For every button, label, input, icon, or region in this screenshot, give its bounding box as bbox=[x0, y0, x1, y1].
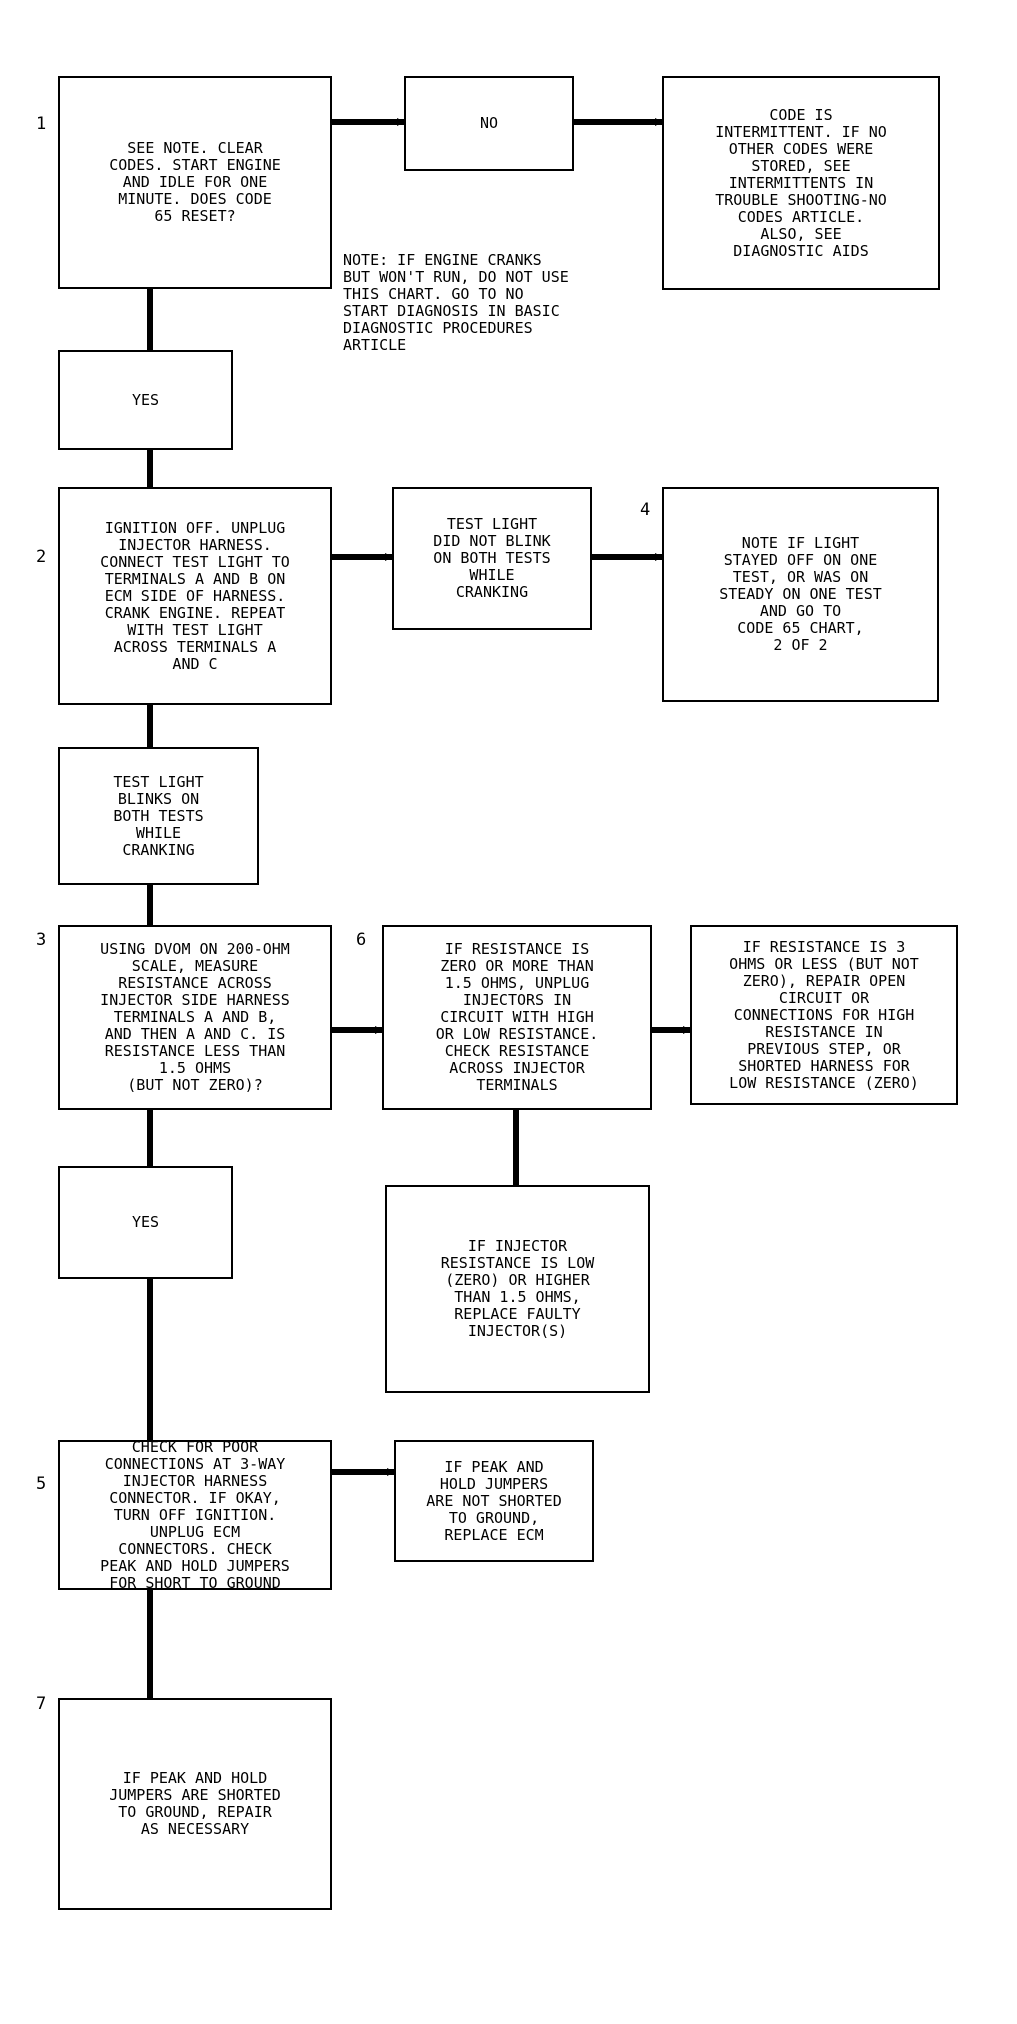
replace-ecm-box: IF PEAK AND HOLD JUMPERS ARE NOT SHORTED… bbox=[394, 1440, 594, 1562]
repair-open-box: IF RESISTANCE IS 3 OHMS OR LESS (BUT NOT… bbox=[690, 925, 958, 1105]
blinks-box: TEST LIGHT BLINKS ON BOTH TESTS WHILE CR… bbox=[58, 747, 259, 885]
step-number-7: 7 bbox=[36, 1694, 47, 1714]
step-number-3: 3 bbox=[36, 930, 47, 950]
step5-box: CHECK FOR POOR CONNECTIONS AT 3-WAY INJE… bbox=[58, 1438, 332, 1591]
step6-box: IF RESISTANCE IS ZERO OR MORE THAN 1.5 O… bbox=[382, 925, 652, 1110]
yes-box-2: YES bbox=[58, 1166, 233, 1279]
intermittent-box: CODE IS INTERMITTENT. IF NO OTHER CODES … bbox=[662, 76, 940, 290]
no-blink-box: TEST LIGHT DID NOT BLINK ON BOTH TESTS W… bbox=[392, 487, 592, 630]
step-number-4: 4 bbox=[640, 500, 651, 520]
step7-box: IF PEAK AND HOLD JUMPERS ARE SHORTED TO … bbox=[58, 1698, 332, 1910]
no-box-1: NO bbox=[404, 76, 574, 171]
step4-box: NOTE IF LIGHT STAYED OFF ON ONE TEST, OR… bbox=[662, 487, 939, 702]
yes-box-1: YES bbox=[58, 350, 233, 450]
note-text: NOTE: IF ENGINE CRANKS BUT WON'T RUN, DO… bbox=[343, 251, 569, 354]
step2-box: IGNITION OFF. UNPLUG INJECTOR HARNESS. C… bbox=[58, 487, 332, 705]
step-number-2: 2 bbox=[36, 547, 47, 567]
step-number-1: 1 bbox=[36, 114, 47, 134]
step3-box: USING DVOM ON 200-OHM SCALE, MEASURE RES… bbox=[58, 925, 332, 1110]
step-number-6: 6 bbox=[356, 930, 367, 950]
injector-box: IF INJECTOR RESISTANCE IS LOW (ZERO) OR … bbox=[385, 1185, 650, 1393]
step-number-5: 5 bbox=[36, 1474, 47, 1494]
step1-box: SEE NOTE. CLEAR CODES. START ENGINE AND … bbox=[58, 76, 332, 289]
